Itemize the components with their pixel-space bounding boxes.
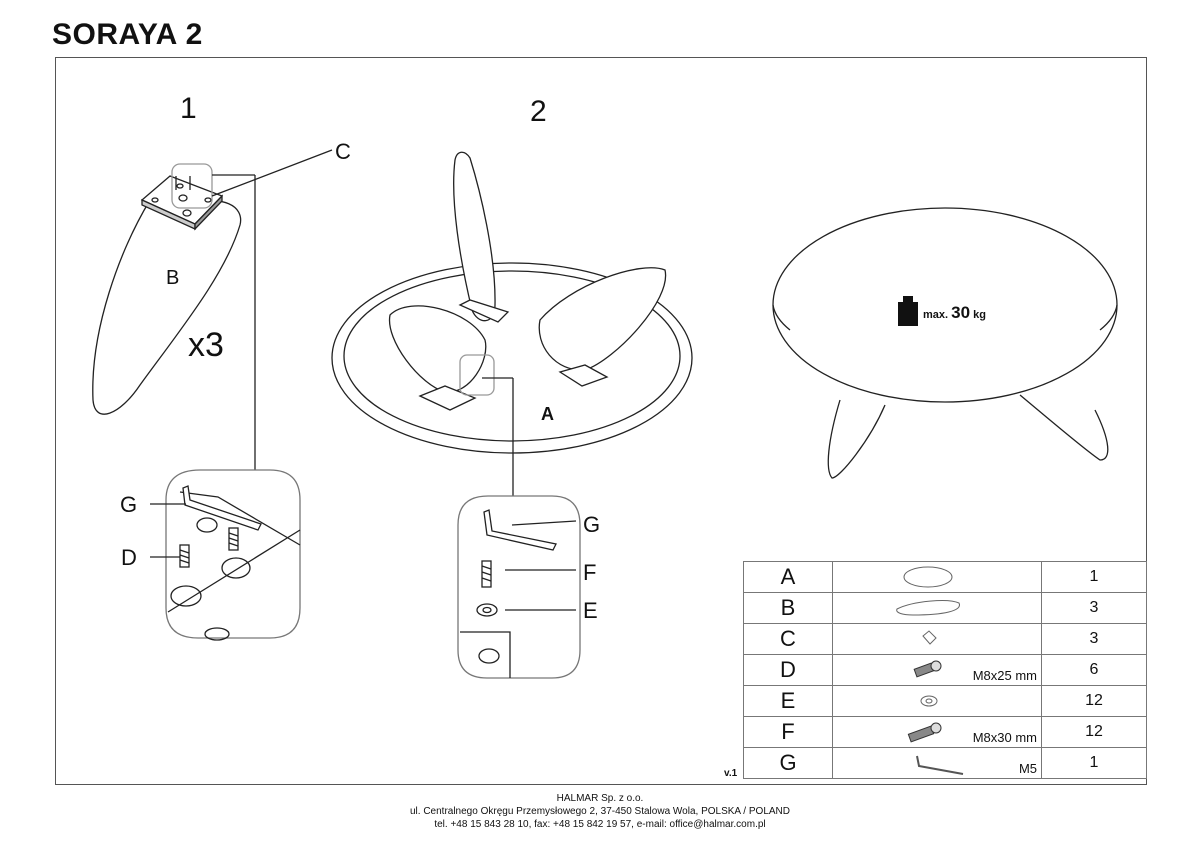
- callout-a: A: [541, 404, 554, 424]
- part-quantity: 12: [1041, 685, 1147, 717]
- weight-limit-unit: kg: [973, 309, 986, 321]
- callout-c: C: [335, 139, 351, 164]
- footer-contact: tel. +48 15 843 28 10, fax: +48 15 842 1…: [434, 819, 766, 830]
- callout-b: B: [166, 267, 180, 289]
- leg-upright-drawing: [453, 151, 496, 322]
- company-footer: HALMAR Sp. z o.o. ul. Centralnego Okręgu…: [0, 792, 1200, 831]
- part-letter: D: [743, 654, 833, 686]
- callout-e: E: [583, 598, 598, 623]
- callout-g-step2: G: [583, 512, 601, 537]
- part-letter: B: [743, 592, 833, 624]
- part-quantity: 1: [1041, 561, 1147, 593]
- parts-row: F M8x30 mm 12: [743, 716, 1147, 748]
- callout-f: F: [583, 560, 597, 585]
- part-spec: M8x30 mm: [972, 730, 1037, 745]
- part-quantity: 3: [1041, 623, 1147, 655]
- part-image: M5: [832, 747, 1042, 779]
- part-letter: E: [743, 685, 833, 717]
- screw-icon: [907, 722, 942, 743]
- part-image: [832, 623, 1042, 655]
- version-label: v.1: [724, 768, 738, 779]
- parts-row: B 3: [743, 592, 1147, 624]
- step-number-2: 2: [530, 95, 547, 128]
- screw-icon: [913, 660, 942, 678]
- part-quantity: 3: [1041, 592, 1147, 624]
- washer-icon: [920, 695, 938, 707]
- instruction-frame: [55, 57, 1147, 785]
- leg-left-drawing: [388, 305, 487, 393]
- part-quantity: 12: [1041, 716, 1147, 748]
- plate-c-drawing: [140, 175, 224, 231]
- footer-company: HALMAR Sp. z o.o.: [556, 793, 644, 804]
- weight-limit-value: 30: [951, 303, 971, 322]
- part-letter: A: [743, 561, 833, 593]
- part-image: M8x30 mm: [832, 716, 1042, 748]
- footer-address: ul. Centralnego Okręgu Przemysłowego 2, …: [409, 806, 790, 817]
- parts-row: A 1: [743, 561, 1147, 593]
- weight-limit: max. 30 kg: [923, 303, 986, 323]
- part-spec: M5: [1018, 761, 1037, 776]
- part-letter: C: [743, 623, 833, 655]
- leg-icon: [896, 600, 960, 616]
- detail-bubble-1: [165, 469, 301, 639]
- part-quantity: 6: [1041, 654, 1147, 686]
- leg-b-drawing: [92, 199, 242, 415]
- part-letter: F: [743, 716, 833, 748]
- leg-right-drawing: [538, 267, 667, 371]
- detail-bubble-2: [457, 495, 581, 679]
- allen-key-icon: [916, 755, 964, 775]
- parts-row: C 3: [743, 623, 1147, 655]
- parts-row: G M5 1: [743, 747, 1147, 779]
- step-number-1: 1: [180, 92, 197, 125]
- parts-list-table: A 1 B 3 C 3 D M8x25 mm 6 E 12 F: [743, 561, 1147, 779]
- callout-d: D: [121, 545, 137, 570]
- table-top-icon: [903, 566, 953, 588]
- weight-limit-prefix: max.: [923, 309, 949, 321]
- callout-g-step1: G: [120, 492, 138, 517]
- document-title: SORAYA 2: [52, 18, 203, 51]
- mounting-plate-icon: [922, 630, 937, 645]
- parts-row: D M8x25 mm 6: [743, 654, 1147, 686]
- part-image: [832, 561, 1042, 593]
- part-spec: M8x25 mm: [972, 668, 1037, 683]
- quantity-multiplier: x3: [188, 326, 224, 364]
- part-image: [832, 592, 1042, 624]
- part-quantity: 1: [1041, 747, 1147, 779]
- part-letter: G: [743, 747, 833, 779]
- part-image: [832, 685, 1042, 717]
- part-image: M8x25 mm: [832, 654, 1042, 686]
- parts-row: E 12: [743, 685, 1147, 717]
